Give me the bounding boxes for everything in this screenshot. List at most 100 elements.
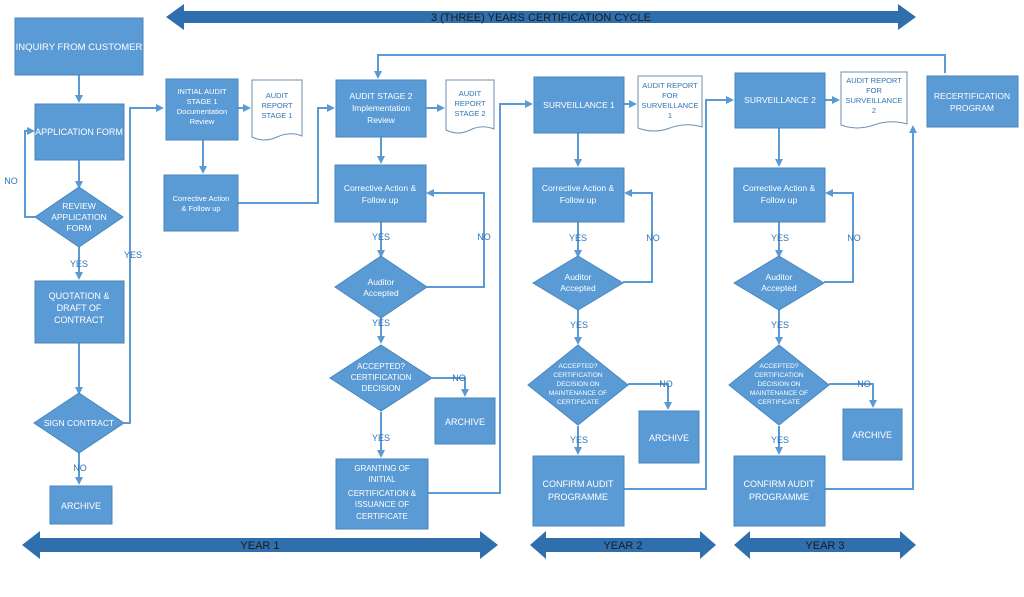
svg-text:Review: Review — [367, 115, 396, 125]
svg-text:FOR: FOR — [866, 86, 882, 95]
svg-text:ARCHIVE: ARCHIVE — [649, 433, 689, 443]
svg-text:Follow up: Follow up — [362, 195, 399, 205]
no-label: NO — [4, 176, 18, 186]
yes-label: YES — [372, 318, 390, 328]
flow-labels: NO YES YES NO YES NO YES NO YES YES NO Y… — [4, 176, 871, 473]
svg-text:ARCHIVE: ARCHIVE — [852, 430, 892, 440]
svg-text:CERTIFICATION: CERTIFICATION — [754, 372, 804, 379]
yes-label: YES — [372, 433, 390, 443]
svg-text:CERTIFICATION: CERTIFICATION — [351, 373, 412, 382]
yes-label: YES — [372, 232, 390, 242]
no-label: NO — [477, 232, 491, 242]
inquiry-box: INQUIRY FROM CUSTOMER — [14, 17, 144, 76]
svg-text:GRANTING OF: GRANTING OF — [354, 464, 410, 473]
svg-text:Auditor: Auditor — [368, 277, 395, 287]
granting-certification-box: GRANTING OF INITIAL CERTIFICATION & ISSU… — [335, 458, 429, 530]
cycle-banner-label: 3 (THREE) YEARS CERTIFICATION CYCLE — [431, 12, 651, 24]
svg-text:Auditor: Auditor — [766, 272, 793, 282]
yes-label: YES — [70, 259, 88, 269]
svg-text:CONFIRM AUDIT: CONFIRM AUDIT — [543, 479, 615, 489]
auditor-accepted-surveillance1-decision: Auditor Accepted — [532, 255, 624, 311]
confirm-audit-programme1-box: CONFIRM AUDIT PROGRAMME — [532, 455, 625, 527]
svg-text:Documentation: Documentation — [177, 107, 227, 116]
svg-text:APPLICATION: APPLICATION — [51, 212, 107, 222]
svg-text:REVIEW: REVIEW — [62, 201, 96, 211]
svg-text:REPORT: REPORT — [454, 99, 486, 108]
svg-text:FOR: FOR — [662, 91, 678, 100]
svg-text:MAINTENANCE OF: MAINTENANCE OF — [549, 390, 607, 397]
svg-text:Corrective Action &: Corrective Action & — [743, 183, 816, 193]
no-label: NO — [646, 233, 660, 243]
corrective-action-stage2-box: Corrective Action & Follow up — [334, 164, 427, 223]
svg-text:SURVEILLANCE 1: SURVEILLANCE 1 — [543, 100, 615, 110]
surveillance2-box: SURVEILLANCE 2 — [734, 72, 826, 129]
quotation-box: QUOTATION & DRAFT OF CONTRACT — [34, 280, 125, 344]
svg-text:INITIAL AUDIT: INITIAL AUDIT — [177, 87, 227, 96]
certification-decision-surveillance2: ACCEPTED? CERTIFICATION DECISION ON MAIN… — [728, 344, 830, 426]
connectors — [24, 54, 946, 494]
svg-text:CONFIRM AUDIT: CONFIRM AUDIT — [744, 479, 816, 489]
audit-stage2-box: AUDIT STAGE 2 Implementation Review — [335, 79, 427, 138]
yes-label: YES — [570, 320, 588, 330]
confirm-audit-programme2-box: CONFIRM AUDIT PROGRAMME — [733, 455, 826, 527]
svg-text:CERTIFICATION &: CERTIFICATION & — [348, 489, 417, 498]
year3-label: YEAR 3 — [805, 540, 844, 552]
svg-text:ACCEPTED?: ACCEPTED? — [558, 363, 597, 370]
yes-label: YES — [771, 233, 789, 243]
svg-text:1: 1 — [668, 111, 672, 120]
application-form-box: APPLICATION FORM — [34, 103, 125, 161]
svg-text:FORM: FORM — [66, 223, 91, 233]
svg-text:AUDIT REPORT: AUDIT REPORT — [642, 81, 698, 90]
svg-text:AUDIT REPORT: AUDIT REPORT — [846, 76, 902, 85]
initial-audit-stage1-box: INITIAL AUDIT STAGE 1 Documentation Revi… — [165, 78, 239, 141]
svg-text:INITIAL: INITIAL — [368, 475, 396, 484]
cycle-banner: 3 (THREE) YEARS CERTIFICATION CYCLE — [166, 4, 916, 30]
svg-text:Review: Review — [190, 117, 215, 126]
svg-text:DECISION ON: DECISION ON — [557, 381, 600, 388]
auditor-accepted-stage2-decision: Auditor Accepted — [334, 255, 428, 319]
svg-text:PROGRAM: PROGRAM — [950, 103, 994, 113]
svg-text:DECISION ON: DECISION ON — [758, 381, 801, 388]
surveillance1-box: SURVEILLANCE 1 — [533, 76, 625, 134]
corrective-action-surveillance1-box: Corrective Action & Follow up — [532, 167, 625, 223]
svg-text:ACCEPTED?: ACCEPTED? — [357, 362, 406, 371]
svg-text:CERTIFICATION: CERTIFICATION — [553, 372, 603, 379]
svg-text:CONTRACT: CONTRACT — [54, 315, 104, 325]
year2-label: YEAR 2 — [603, 540, 642, 552]
audit-report-surveillance1-doc: AUDIT REPORT FOR SURVEILLANCE 1 — [637, 75, 703, 132]
svg-text:MAINTENANCE OF: MAINTENANCE OF — [750, 390, 808, 397]
audit-report-stage2-doc: AUDIT REPORT STAGE 2 — [445, 79, 495, 134]
svg-text:REPORT: REPORT — [261, 101, 293, 110]
no-label: NO — [857, 379, 871, 389]
svg-text:ARCHIVE: ARCHIVE — [61, 501, 101, 511]
audit-report-stage1-doc: AUDIT REPORT STAGE 1 — [251, 79, 303, 141]
archive-stage2-box: ARCHIVE — [434, 397, 496, 445]
svg-text:ACCEPTED?: ACCEPTED? — [759, 363, 798, 370]
svg-text:AUDIT STAGE 2: AUDIT STAGE 2 — [350, 91, 413, 101]
svg-text:AUDIT: AUDIT — [459, 89, 482, 98]
svg-text:ARCHIVE: ARCHIVE — [445, 417, 485, 427]
svg-text:STAGE 1: STAGE 1 — [261, 111, 292, 120]
svg-text:AUDIT: AUDIT — [266, 91, 289, 100]
certification-decision-stage2: ACCEPTED? CERTIFICATION DECISION — [329, 344, 433, 412]
svg-text:SURVEILLANCE: SURVEILLANCE — [846, 96, 903, 105]
svg-text:CERTIFICATE: CERTIFICATE — [557, 399, 600, 406]
svg-text:CERTIFICATE: CERTIFICATE — [758, 399, 801, 406]
no-label: NO — [847, 233, 861, 243]
archive-box: ARCHIVE — [49, 485, 113, 525]
corrective-action-surveillance2-box: Corrective Action & Follow up — [733, 167, 826, 223]
sign-contract-decision: SIGN CONTRACT — [33, 392, 125, 454]
year1-label: YEAR 1 — [240, 540, 279, 552]
year3-banner: YEAR 3 — [734, 531, 916, 559]
svg-text:INQUIRY FROM CUSTOMER: INQUIRY FROM CUSTOMER — [16, 42, 143, 53]
svg-text:APPLICATION FORM: APPLICATION FORM — [35, 127, 123, 137]
year2-banner: YEAR 2 — [530, 531, 716, 559]
svg-text:Corrective Action &: Corrective Action & — [344, 183, 417, 193]
svg-text:DRAFT OF: DRAFT OF — [57, 303, 102, 313]
svg-text:STAGE 1: STAGE 1 — [186, 97, 217, 106]
auditor-accepted-surveillance2-decision: Auditor Accepted — [733, 255, 825, 311]
yes-label: YES — [771, 320, 789, 330]
svg-text:Accepted: Accepted — [363, 288, 399, 298]
svg-text:Corrective Action: Corrective Action — [173, 194, 230, 203]
